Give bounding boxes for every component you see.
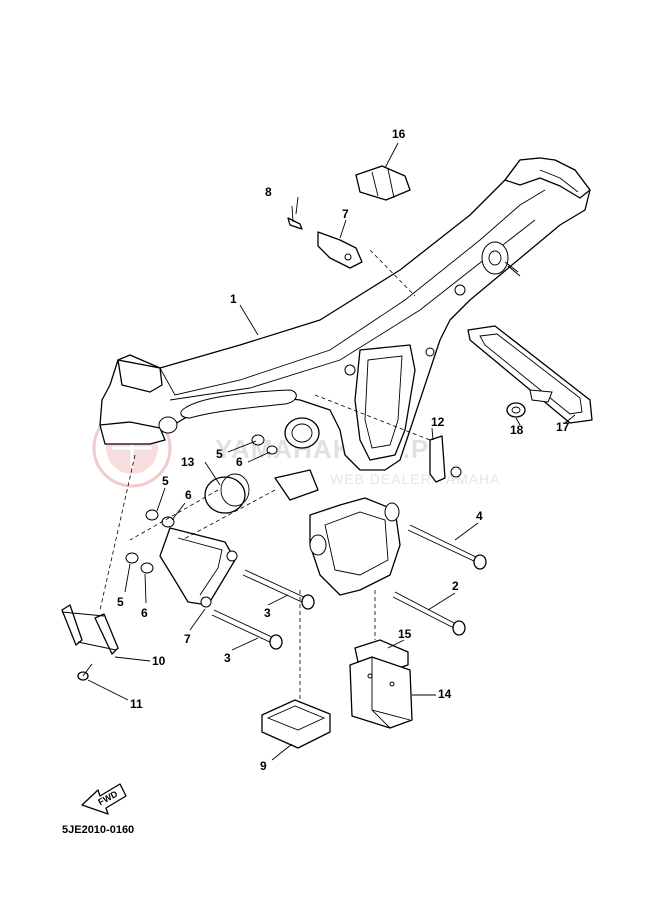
- plate-holder-part-18: [467, 325, 593, 424]
- callout-2: 2: [452, 579, 459, 593]
- leader-lines: [87, 142, 576, 761]
- callout-5a: 5: [216, 447, 223, 461]
- callout-8: 7: [342, 207, 349, 221]
- callout-3a: 3: [264, 606, 271, 620]
- callout-9: 8: [265, 185, 272, 199]
- callout-17: 16: [392, 127, 406, 141]
- callout-5b: 5: [162, 474, 169, 488]
- damper-part-17: [355, 165, 411, 201]
- battery-part-15: [349, 656, 413, 729]
- callout-11: 10: [152, 654, 166, 668]
- screw-part-12: [77, 663, 93, 681]
- guide-part-11: [61, 604, 119, 655]
- rubber-part-10: [261, 699, 331, 749]
- callout-5c: 5: [117, 595, 124, 609]
- callout-13: 12: [431, 415, 445, 429]
- bolt-part-9: [287, 205, 303, 230]
- callout-12: 11: [130, 697, 143, 711]
- callout-16: 15: [398, 627, 412, 641]
- washers-left: [125, 509, 175, 574]
- callout-18: 17: [556, 420, 570, 434]
- callout-14: 13: [181, 455, 195, 469]
- bracket-part-8: [317, 231, 363, 269]
- fwd-arrow-icon: FWD: [81, 783, 127, 815]
- bolt-part-2: [392, 591, 466, 636]
- assembly-guides: [99, 249, 431, 700]
- callout-1: 1: [230, 292, 237, 306]
- callouts: 16 8 7 1 12 18 17 5 6 13 5 6 4 2 5 6 3 7…: [117, 127, 570, 773]
- pivot-bracket: [274, 469, 401, 596]
- frame-part-1: [99, 157, 591, 471]
- callout-4: 4: [476, 509, 483, 523]
- callout-10: 9: [260, 759, 267, 773]
- callout-6a: 6: [236, 455, 243, 469]
- bolt-part-4: [407, 524, 487, 570]
- callout-7: 7: [184, 632, 191, 646]
- watermark-sub-text: WEB DEALER YAMAHA: [330, 471, 501, 487]
- callout-15: 14: [438, 687, 452, 701]
- diagram-code: 5JE2010-0160: [62, 824, 134, 836]
- engine-bracket-part-7: [159, 527, 238, 608]
- cap-part-14: [204, 417, 320, 514]
- callout-6b: 6: [185, 488, 192, 502]
- grommet-part-19: [506, 402, 526, 418]
- bolt-part-3-upper: [242, 569, 315, 610]
- watermark-main-text: YAMAHAKLEP.PL: [215, 434, 446, 464]
- callout-19: 18: [510, 423, 524, 437]
- callout-3b: 3: [224, 651, 231, 665]
- bolt-part-3-lower: [211, 609, 283, 650]
- callout-6c: 6: [141, 606, 148, 620]
- clamp-part-13: [429, 435, 462, 483]
